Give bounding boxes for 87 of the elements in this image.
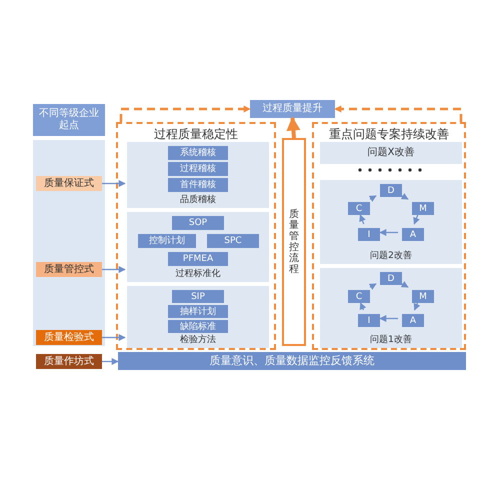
node-label: 过程稽核 — [179, 163, 217, 175]
item-box — [380, 272, 402, 285]
group-panel — [127, 286, 269, 348]
item-box — [358, 228, 380, 241]
node-label: 控制计划 — [148, 235, 186, 247]
node-label: A — [408, 314, 418, 326]
item-box — [168, 252, 228, 266]
node-label: I — [366, 228, 372, 240]
node-label: 系统稽核 — [179, 147, 217, 159]
node-label: D — [386, 184, 396, 196]
node-label: 品质稽核 — [180, 194, 216, 206]
item-box — [138, 234, 196, 248]
item-box — [412, 290, 434, 303]
level-label — [36, 330, 102, 345]
dashed-frame — [312, 122, 466, 350]
vertical-label: 质量管控流程 — [289, 209, 299, 275]
node-label: C — [354, 290, 364, 302]
node-label: SPC — [223, 235, 243, 247]
item-box — [172, 216, 224, 230]
node-label: 质量作坊式 — [43, 356, 95, 368]
node-label: 问题2改善 — [370, 250, 412, 262]
item-box — [402, 228, 424, 241]
arrow — [368, 195, 377, 202]
node-label: 质量管控式 — [43, 264, 95, 276]
group-panel — [320, 142, 462, 164]
group-panel — [127, 212, 269, 282]
vertical-flow-box — [282, 138, 306, 346]
node-label: SIP — [190, 290, 206, 302]
arrow — [102, 334, 126, 341]
hollow-arrow — [286, 116, 300, 138]
group-panel — [320, 180, 462, 264]
node-label: 抽样计划 — [179, 306, 217, 318]
level-label — [36, 354, 102, 369]
item-box — [402, 314, 424, 327]
arrow — [334, 106, 462, 122]
dashed-frame — [116, 122, 276, 350]
level-label — [36, 176, 102, 191]
feedback-bar — [118, 352, 466, 370]
node-label: 缺陷标准 — [179, 320, 217, 332]
arrow — [400, 193, 409, 200]
node-label: 质量意识、质量数据监控反馈系统 — [208, 355, 376, 367]
arrow — [379, 229, 398, 236]
item-box — [358, 314, 380, 327]
level-label — [36, 262, 102, 277]
node-label: 首件稽核 — [179, 179, 217, 191]
node-label: C — [354, 202, 364, 214]
node-label: M — [418, 202, 428, 214]
group-panel — [127, 142, 269, 208]
item-box — [168, 146, 228, 160]
node-label: 质量保证式 — [43, 178, 95, 190]
item-box — [348, 202, 370, 215]
node-label: D — [386, 272, 396, 284]
arrow — [120, 106, 251, 122]
node-label: PFMEA — [182, 253, 214, 265]
node-label: 质量检验式 — [43, 332, 95, 344]
arrow — [368, 283, 377, 290]
node-label: A — [408, 228, 418, 240]
arrow — [359, 214, 366, 224]
node-label: M — [418, 290, 428, 302]
arrow — [102, 358, 119, 365]
item-box — [168, 320, 228, 333]
header-box — [250, 100, 335, 118]
node-label: 问题X改善 — [366, 147, 416, 159]
arrow — [379, 315, 398, 322]
group-panel — [320, 268, 462, 348]
arrow — [102, 266, 126, 273]
node-label: 检验方法 — [180, 334, 216, 346]
node-label: 过程标准化 — [176, 268, 220, 280]
arrow — [413, 214, 420, 225]
item-box — [207, 234, 259, 248]
header-box — [33, 104, 105, 136]
arrow — [360, 302, 366, 310]
arrow — [102, 180, 126, 187]
node-label: I — [366, 314, 372, 326]
item-box — [412, 202, 434, 215]
item-box — [168, 162, 228, 176]
item-box — [172, 290, 224, 303]
node-label: 问题1改善 — [370, 334, 412, 346]
item-box — [348, 290, 370, 303]
node-label: 不同等级企业起点 — [38, 108, 100, 132]
arrow — [400, 281, 409, 288]
node-label: 过程质量提升 — [262, 103, 324, 115]
item-box — [380, 184, 402, 197]
arrow — [414, 302, 420, 311]
item-box — [168, 305, 228, 318]
node-label: SOP — [188, 217, 208, 229]
item-box — [168, 178, 228, 192]
